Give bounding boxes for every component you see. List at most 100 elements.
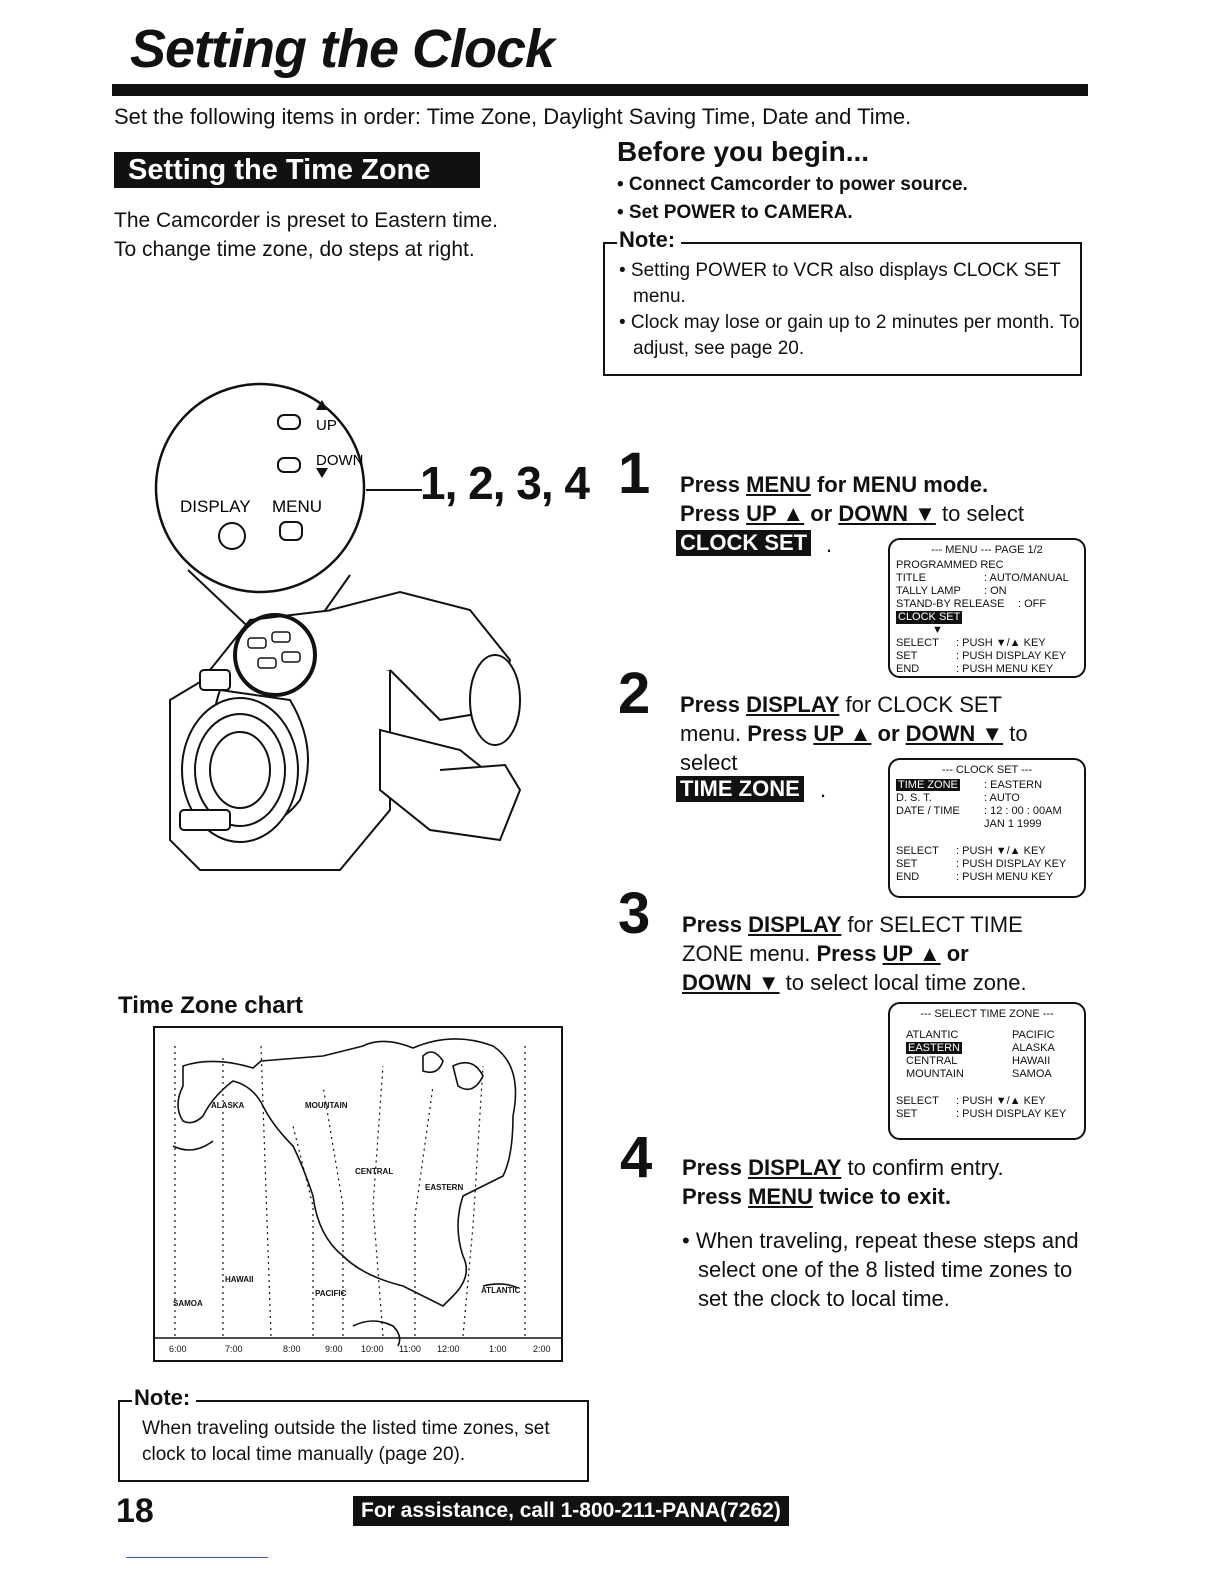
zone-label-hawaii: HAWAII xyxy=(225,1275,253,1284)
step-2-text: Press DISPLAY for CLOCK SET menu. Press … xyxy=(680,690,1028,777)
osd-row: END: PUSH MENU KEY xyxy=(896,871,1054,883)
osd-menu-screen: --- MENU --- PAGE 1/2 PROGRAMMED REC TIT… xyxy=(888,538,1086,678)
osd-zone-right: PACIFIC ALASKA HAWAII SAMOA xyxy=(1012,1029,1055,1080)
osd-menu-header: --- MENU --- PAGE 1/2 xyxy=(931,544,1043,556)
step-3-text: Press DISPLAY for SELECT TIME ZONE menu.… xyxy=(682,910,1027,997)
osd-clock-screen: --- CLOCK SET --- TIME ZONE: EASTERN D. … xyxy=(888,758,1086,898)
clock-set-chip: CLOCK SET xyxy=(676,530,812,556)
note-text: When traveling outside the listed time z… xyxy=(142,1418,550,1465)
down-button-icon xyxy=(277,457,301,473)
down-key: DOWN ▼ xyxy=(838,501,936,526)
page-title: Setting the Clock xyxy=(130,19,555,79)
zone-label-atlantic: ATLANTIC xyxy=(481,1286,521,1295)
step-3-line-2: ZONE menu. Press UP ▲ or xyxy=(682,941,969,966)
step-2-line-1: Press DISPLAY for CLOCK SET xyxy=(680,692,1002,717)
before-heading: Before you begin... xyxy=(617,136,870,167)
title-rule xyxy=(112,84,1088,96)
osd-row: TALLY LAMP: ON xyxy=(896,585,1007,597)
osd-row: SELECT: PUSH ▼/▲ KEY xyxy=(896,845,1046,857)
time-label: 8:00 xyxy=(283,1344,301,1354)
osd-row: DATE / TIME: 12 : 00 : 00AM xyxy=(896,805,1062,817)
down-key: DOWN ▼ xyxy=(905,721,1004,746)
step-reference: 1, 2, 3, 4 xyxy=(420,457,590,509)
osd-row: STAND-BY RELEASE: OFF xyxy=(896,598,1047,610)
camcorder-illustration: UP DOWN DISPLAY MENU xyxy=(154,382,522,871)
osd-row: SET: PUSH DISPLAY KEY xyxy=(896,1108,1067,1120)
osd-row: D. S. T.: AUTO xyxy=(896,792,1020,804)
time-label: 1:00 xyxy=(489,1344,507,1354)
time-label: 6:00 xyxy=(169,1344,187,1354)
osd-row: JAN 1 1999 xyxy=(984,818,1042,830)
assistance-banner: For assistance, call 1-800-211-PANA(7262… xyxy=(353,1496,789,1526)
note-box-bottom: Note: When traveling outside the listed … xyxy=(118,1385,589,1482)
before-list: • Connect Camcorder to power source. • S… xyxy=(617,171,968,227)
preset-line-2: To change time zone, do steps at right. xyxy=(114,238,475,261)
display-label: DISPLAY xyxy=(180,497,251,516)
up-button-icon xyxy=(277,414,301,430)
up-key: UP ▲ xyxy=(882,941,941,966)
display-button-icon xyxy=(218,522,246,550)
osd-zone-left: ATLANTIC EASTERN CENTRAL MOUNTAIN xyxy=(906,1029,964,1080)
note-item: • Clock may lose or gain up to 2 minutes… xyxy=(619,312,1080,359)
before-item: • Set POWER to CAMERA. xyxy=(617,202,853,223)
zone-label-samoa: SAMOA xyxy=(173,1299,203,1308)
time-label: 7:00 xyxy=(225,1344,243,1354)
highlight-circle xyxy=(233,613,317,697)
step-number-4: 4 xyxy=(620,1125,653,1190)
page-number: 18 xyxy=(116,1492,154,1530)
display-key: DISPLAY xyxy=(748,1155,842,1180)
osd-zone-lists: ATLANTIC EASTERN CENTRAL MOUNTAIN PACIFI… xyxy=(896,1023,1078,1081)
step-number-3: 3 xyxy=(618,881,651,946)
time-label: 2:00 xyxy=(533,1344,551,1354)
zone-label-mountain: MOUNTAIN xyxy=(305,1101,348,1110)
up-key: UP ▲ xyxy=(746,501,805,526)
menu-label: MENU xyxy=(272,497,322,516)
osd-row: END: PUSH MENU KEY xyxy=(896,663,1054,675)
step-2-line-2: menu. Press UP ▲ or DOWN ▼ to xyxy=(680,721,1028,746)
up-arrow-icon xyxy=(316,400,328,410)
osd-row: PROGRAMMED REC xyxy=(896,559,1004,571)
zone-label-alaska: ALASKA xyxy=(211,1101,245,1110)
step-4-line-2: Press MENU twice to exit. xyxy=(682,1184,951,1209)
down-arrow-icon xyxy=(316,468,328,478)
step-4-line-1: Press DISPLAY to confirm entry. xyxy=(682,1155,1004,1180)
osd-highlight: CLOCK SET xyxy=(896,611,963,624)
time-zone-map: ALASKA MOUNTAIN CENTRAL EASTERN HAWAII S… xyxy=(153,1026,563,1362)
chip-period: . xyxy=(820,777,827,802)
zoom-circle xyxy=(154,382,366,594)
note-box-top: Note: • Setting POWER to VCR also displa… xyxy=(603,227,1082,376)
time-labels: 6:00 7:00 8:00 9:00 10:00 11:00 12:00 1:… xyxy=(169,1344,551,1354)
note-label: Note: xyxy=(617,227,682,253)
zone-labels: ALASKA MOUNTAIN CENTRAL EASTERN HAWAII S… xyxy=(173,1101,521,1308)
chip-period: . xyxy=(826,532,833,557)
osd-row: SELECT: PUSH ▼/▲ KEY xyxy=(896,1095,1046,1107)
step-number-2: 2 xyxy=(618,661,651,726)
display-key: DISPLAY xyxy=(746,692,840,717)
time-label: 10:00 xyxy=(361,1344,384,1354)
down-label: DOWN xyxy=(316,452,364,469)
preset-text: The Camcorder is preset to Eastern time.… xyxy=(114,206,498,264)
osd-zone-header: --- SELECT TIME ZONE --- xyxy=(920,1008,1054,1020)
osd-clock-header: --- CLOCK SET --- xyxy=(941,764,1033,776)
zone-label-eastern: EASTERN xyxy=(425,1183,463,1192)
menu-button-icon xyxy=(279,521,303,541)
osd-highlight: EASTERN xyxy=(906,1042,962,1054)
display-key: DISPLAY xyxy=(748,912,842,937)
footer-rule xyxy=(126,1557,268,1558)
continent-outline xyxy=(172,1038,519,1347)
osd-row: SET: PUSH DISPLAY KEY xyxy=(896,858,1067,870)
step-number-1: 1 xyxy=(618,441,651,506)
time-zone-chip: TIME ZONE xyxy=(676,776,804,802)
menu-key: MENU xyxy=(746,472,811,497)
camcorder-body xyxy=(169,590,522,871)
travel-tip: • When traveling, repeat these steps and… xyxy=(682,1228,1079,1311)
zone-label-central: CENTRAL xyxy=(355,1167,393,1176)
time-label: 12:00 xyxy=(437,1344,460,1354)
note-item: • Setting POWER to VCR also displays CLO… xyxy=(619,260,1061,307)
intro-text: Set the following items in order: Time Z… xyxy=(114,104,912,129)
step-3-line-3: DOWN ▼ to select local time zone. xyxy=(682,970,1027,995)
osd-row: TITLE: AUTO/MANUAL xyxy=(896,572,1069,584)
time-label: 11:00 xyxy=(399,1344,421,1354)
zone-boundaries xyxy=(174,1045,526,1337)
note-label: Note: xyxy=(132,1385,197,1411)
